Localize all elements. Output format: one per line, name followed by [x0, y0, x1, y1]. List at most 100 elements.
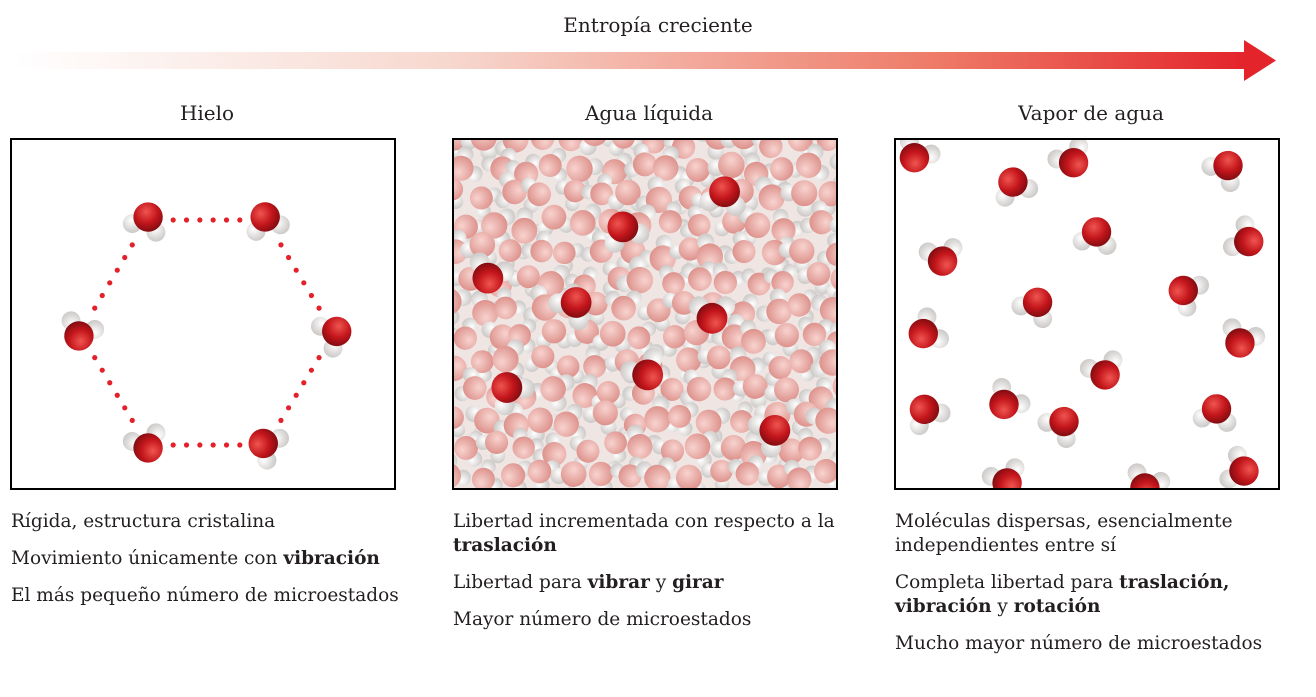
faded-water-molecule — [454, 229, 468, 264]
hydrogen-bond-dot — [316, 305, 322, 311]
faded-water-molecule — [697, 345, 731, 379]
faded-water-molecule — [763, 264, 797, 294]
hydrogen-bond-dot — [99, 292, 105, 299]
water-molecule — [1037, 406, 1079, 448]
hydrogen-bond-dot — [237, 217, 243, 223]
hydrogen-bond-dot — [210, 442, 216, 448]
liquid-illustration — [452, 138, 838, 490]
hydrogen-bond-dot — [308, 367, 315, 373]
description-line: Movimiento únicamente con vibración — [11, 547, 411, 571]
faded-water-molecule — [558, 140, 592, 152]
faded-water-molecule — [765, 322, 800, 357]
hydrogen-bond-dot — [122, 405, 128, 411]
panel-title-ice: Hielo — [179, 101, 235, 125]
faded-water-molecule — [540, 374, 575, 412]
faded-water-molecule — [582, 400, 618, 436]
faded-water-molecule — [616, 256, 654, 294]
water-molecule — [620, 347, 664, 391]
hydrogen-bond-dot — [129, 242, 135, 248]
faded-water-molecule — [555, 179, 587, 212]
faded-water-molecule — [681, 261, 717, 291]
faded-water-molecule — [494, 287, 527, 320]
water-molecule — [699, 176, 746, 216]
faded-water-molecule — [797, 427, 832, 461]
water-molecule — [918, 238, 963, 276]
faded-water-molecule — [724, 231, 756, 265]
faded-water-molecule — [810, 339, 836, 378]
hydrogen-bond-dot — [308, 292, 315, 299]
water-molecule — [899, 140, 941, 173]
faded-water-molecule — [652, 145, 688, 183]
water-molecule — [1079, 350, 1123, 390]
faded-water-molecule — [604, 290, 642, 321]
description-text: Movimiento únicamente con — [11, 548, 284, 569]
hydrogen-bond-dot — [278, 417, 284, 423]
liquid-description: Libertad incrementada con respecto a la … — [453, 510, 853, 645]
description-line: Completa libertad para traslación, vibra… — [895, 571, 1295, 619]
water-molecule — [604, 211, 650, 253]
bold-term: vibrar — [587, 572, 650, 593]
faded-water-molecule — [756, 288, 792, 325]
vapor-description: Moléculas dispersas, esencialmente indep… — [895, 510, 1295, 669]
hydrogen-bond-dot — [237, 442, 243, 448]
hydrogen-bond-dot — [223, 217, 230, 223]
faded-water-molecule — [797, 261, 831, 295]
water-molecule — [548, 287, 592, 331]
faded-water-molecule — [728, 455, 764, 486]
description-line: Libertad incrementada con respecto a la … — [453, 510, 853, 558]
faded-water-molecule — [550, 461, 587, 488]
hydrogen-bond-dot — [114, 392, 120, 398]
faded-water-molecule — [712, 262, 746, 295]
faded-water-molecule — [783, 459, 820, 488]
hydrogen-bond-dot — [92, 305, 98, 311]
water-molecule — [61, 311, 105, 351]
faded-water-molecule — [679, 158, 716, 188]
bold-term: girar — [672, 572, 724, 593]
faded-water-molecule — [780, 180, 818, 217]
description-text: Mayor número de microestados — [453, 609, 752, 630]
hydrogen-bond-dot — [122, 254, 128, 261]
faded-water-molecule — [454, 317, 478, 350]
faded-water-molecule — [521, 230, 553, 263]
description-line: Rígida, estructura cristalina — [11, 510, 411, 534]
water-molecule — [469, 252, 515, 294]
faded-water-molecule — [592, 320, 631, 354]
water-molecule — [122, 423, 166, 463]
faded-water-molecule — [668, 402, 699, 436]
faded-water-molecule — [795, 144, 830, 182]
faded-water-molecule — [454, 146, 483, 182]
water-molecule — [688, 296, 736, 334]
bold-term: traslación, vibración — [895, 572, 1230, 617]
water-molecule — [248, 428, 290, 470]
water-molecule — [122, 202, 166, 242]
water-molecule — [491, 372, 535, 416]
faded-water-molecule — [454, 178, 464, 209]
faded-water-molecule — [680, 369, 712, 406]
faded-water-molecule — [581, 173, 614, 206]
faded-water-molecule — [808, 140, 836, 151]
faded-water-molecule — [460, 140, 498, 161]
description-text: Mucho mayor número de microestados — [895, 633, 1263, 654]
description-line: El más pequeño número de microestados — [11, 584, 411, 608]
faded-water-molecule — [608, 179, 647, 212]
faded-water-molecule — [762, 351, 792, 387]
entropy-arrow-graphic — [14, 40, 1276, 81]
faded-water-molecule — [667, 464, 706, 488]
panel-liquid: Agua líquida Libertad incrementada con r… — [452, 100, 846, 630]
water-molecule — [1047, 140, 1089, 178]
faded-water-molecule — [471, 459, 503, 488]
faded-water-molecule — [627, 424, 663, 460]
hydrogen-bond-dot — [92, 355, 98, 361]
description-text: Libertad incrementada con respecto a la — [453, 511, 835, 532]
description-text: y — [991, 596, 1014, 617]
hydrogen-bond-dot — [197, 217, 203, 223]
faded-water-molecule — [495, 172, 527, 209]
faded-water-molecule — [680, 205, 711, 238]
hydrogen-bond-dot — [170, 217, 176, 223]
hydrogen-bond-dot — [223, 442, 230, 448]
faded-water-molecule — [707, 151, 745, 189]
faded-water-molecule — [454, 406, 466, 438]
faded-water-molecule — [635, 457, 676, 488]
hydrogen-bond-dot — [301, 380, 307, 386]
